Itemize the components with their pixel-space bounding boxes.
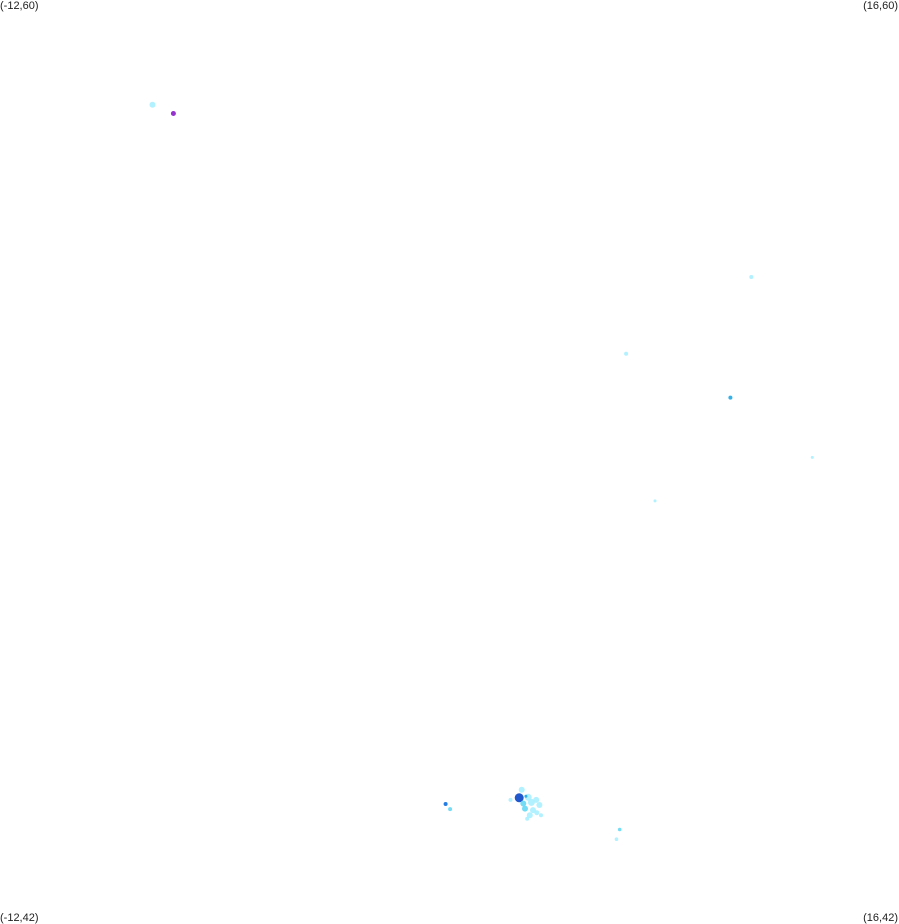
map-point-21: [525, 816, 530, 821]
map-point-23: [524, 794, 528, 798]
map-point-5: [810, 455, 814, 459]
map-point-16: [530, 807, 536, 814]
map-point-25: [614, 837, 619, 841]
map-point-20: [539, 813, 543, 818]
map-point-8: [448, 807, 453, 812]
corner-label-bottom-left: (-12,42): [0, 912, 39, 924]
corner-label-top-left: (-12,60): [0, 0, 39, 12]
map-point-19: [520, 800, 527, 807]
map-point-13: [533, 796, 540, 803]
map-point-22: [508, 797, 513, 802]
map-point-6: [653, 499, 657, 503]
map-point-3: [749, 275, 754, 279]
map-point-0: [149, 101, 156, 108]
map-point-2: [624, 351, 629, 356]
map-point-14: [536, 802, 543, 808]
map-point-1: [170, 111, 176, 116]
map-point-15: [522, 805, 528, 812]
map-point-7: [443, 802, 448, 806]
map-point-24: [617, 827, 622, 832]
corner-label-top-right: (16,60): [863, 0, 898, 12]
map-point-9: [514, 793, 524, 803]
map-point-12: [527, 798, 535, 806]
map-point-17: [526, 812, 533, 819]
map-point-10: [518, 786, 525, 793]
corner-label-bottom-right: (16,42): [863, 912, 898, 924]
map-point-4: [728, 395, 733, 400]
map-point-18: [534, 810, 540, 816]
